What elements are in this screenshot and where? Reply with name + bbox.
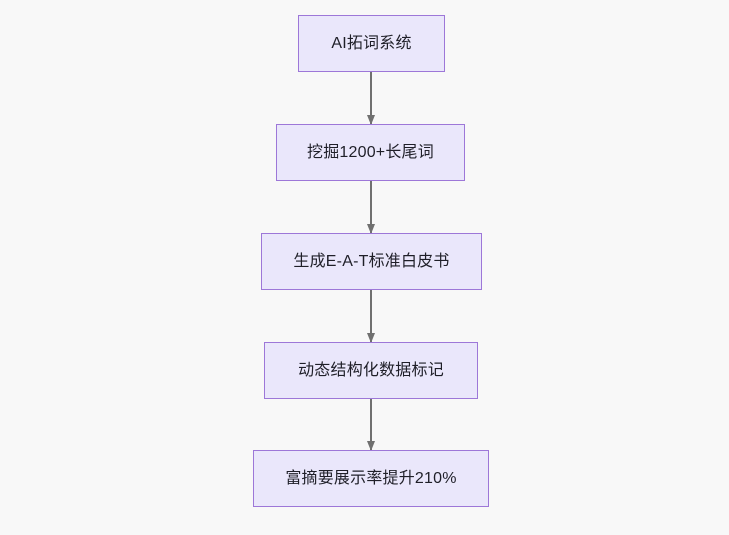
flow-node-rich-snippet-uplift[interactable]: 富摘要展示率提升210% bbox=[253, 450, 489, 507]
flow-node-ai-keyword-system[interactable]: AI拓词系统 bbox=[298, 15, 445, 72]
flow-node-label: AI拓词系统 bbox=[331, 34, 412, 52]
flow-node-label: 富摘要展示率提升210% bbox=[285, 469, 457, 487]
flow-node-label: 挖掘1200+长尾词 bbox=[307, 143, 434, 161]
flow-node-dynamic-structured-data[interactable]: 动态结构化数据标记 bbox=[264, 342, 478, 399]
flow-node-generate-eat-whitepaper[interactable]: 生成E-A-T标准白皮书 bbox=[261, 233, 482, 290]
flow-node-label: 生成E-A-T标准白皮书 bbox=[293, 252, 450, 270]
flow-node-label: 动态结构化数据标记 bbox=[298, 361, 444, 379]
flow-node-mine-longtail-keywords[interactable]: 挖掘1200+长尾词 bbox=[276, 124, 465, 181]
